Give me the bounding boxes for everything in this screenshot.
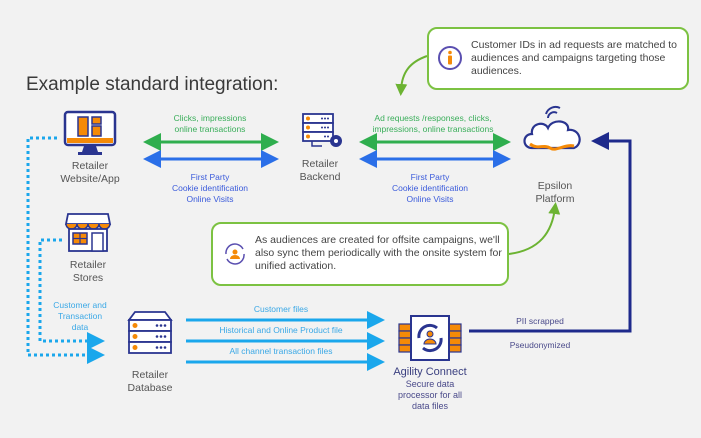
label-line: processor for all [397,390,463,400]
flow-line: Online Visits [406,194,454,204]
flow-line: Ad requests /responses, clicks, [374,113,492,123]
flow-label-pseudonymized: Pseudonymized [509,340,571,350]
agility-connect-label: Agility Connect Secure data processor fo… [380,366,480,412]
flow-label-web-backend-bottom: First Party Cookie identification Online… [150,172,270,205]
secure-processor-icon [398,315,462,361]
label-line: Retailer [71,160,109,172]
label-line: Retailer [69,259,107,271]
retailer-stores-label: Retailer Stores [40,259,136,285]
label-line: Retailer [131,369,169,381]
flow-label-product-file: Historical and Online Product file [219,325,343,335]
flow-label-pii-scrapped: PII scrapped [516,316,564,326]
flow-line: First Party [190,172,230,182]
arrow-agility-to-epsilon [469,132,632,333]
flow-line: impressions, online transactions [372,124,494,134]
callout-audience-sync: As audiences are created for offsite cam… [211,222,509,286]
label-line: Database [127,382,173,394]
info-icon [438,46,462,70]
flow-line: Online Visits [186,194,234,204]
flow-label-transaction-files: All channel transaction files [229,346,333,356]
flow-line: Cookie identification [391,183,469,193]
flow-label-web-backend-top: Clicks, impressions online transactions [150,113,270,135]
flow-line: Customer and [53,300,107,310]
website-app-node [62,110,118,156]
agility-connect-description: Secure data processor for all data files [380,379,480,412]
cloud-wireless-icon [523,105,581,151]
dotted-stores-to-database [38,238,105,350]
callout-audience-matching: Customer IDs in ad requests are matched … [427,27,689,90]
label-line: Website/App [60,173,120,185]
label-line: Stores [72,272,104,284]
storefront-icon [64,213,112,252]
retailer-stores-node [64,210,112,254]
epsilon-platform-label: Epsilon Platform [510,180,600,206]
monitor-icon [63,110,117,155]
agility-connect-node [397,314,463,364]
database-server-icon [127,311,173,354]
flow-line: data [71,322,89,332]
retailer-database-node [127,310,173,358]
flow-line: online transactions [174,124,246,134]
flow-line: First Party [410,172,450,182]
diagram-title: Example standard integration: [26,74,279,95]
label-line: Epsilon [537,180,573,192]
epsilon-platform-node [520,104,588,160]
label-line: Platform [535,193,575,205]
callout-top-arrow [395,55,428,96]
flow-line: Cookie identification [171,183,249,193]
retailer-backend-label: Retailer Backend [275,158,365,184]
dotted-website-to-database [26,136,105,364]
label-line: data files [411,401,449,411]
retailer-database-label: Retailer Database [105,369,195,395]
flow-label-backend-epsilon-top: Ad requests /responses, clicks, impressi… [358,113,508,135]
sync-user-icon [225,243,245,265]
agility-connect-name: Agility Connect [393,366,467,378]
flow-line: Clicks, impressions [173,113,247,123]
callout-middle-arrow [508,202,561,255]
label-line: Retailer [301,158,339,170]
label-line: Secure data [405,379,455,389]
retailer-backend-node [300,112,346,152]
flow-line: Transaction [57,311,103,321]
callout-audience-sync-text: As audiences are created for offsite cam… [255,234,502,272]
callout-audience-matching-text: Customer IDs in ad requests are matched … [471,39,678,77]
website-app-label: Retailer Website/App [40,160,140,186]
flow-label-stores-database: Customer and Transaction data [40,300,120,333]
flow-label-customer-files: Customer files [253,304,309,314]
flow-label-backend-epsilon-bottom: First Party Cookie identification Online… [370,172,490,205]
label-line: Backend [299,171,341,183]
server-gear-icon [302,113,342,147]
